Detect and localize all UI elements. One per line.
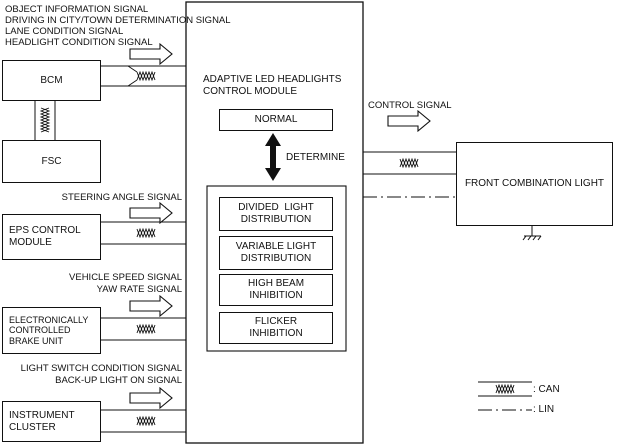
normal-label: NORMAL [254, 114, 298, 125]
bcm-label: BCM [40, 74, 63, 86]
signal-label-object-info: OBJECT INFORMATION SIGNAL [5, 4, 149, 15]
bcm-box: BCM [2, 60, 101, 101]
mode-box-variable: VARIABLE LIGHT DISTRIBUTION [219, 236, 333, 270]
mode-highbeam-line1: HIGH BEAM [247, 278, 305, 289]
front-combination-light-box: FRONT COMBINATION LIGHT [456, 142, 613, 226]
fsc-label: FSC [41, 155, 62, 167]
front-combination-light-label: FRONT COMBINATION LIGHT [464, 178, 605, 189]
can-line-cluster [101, 409, 186, 433]
signal-label-steering: STEERING ANGLE SIGNAL [61, 192, 182, 203]
module-title-line2: CONTROL MODULE [203, 86, 298, 97]
module-title-line1: ADAPTIVE LED HEADLIGHTS [203, 74, 342, 85]
mode-flicker-line1: FLICKER [254, 316, 298, 327]
mode-box-flicker: FLICKER INHIBITION [219, 312, 333, 344]
signal-label-light-switch: LIGHT SWITCH CONDITION SIGNAL [20, 363, 182, 374]
mode-group-outline [206, 185, 347, 352]
mode-variable-line2: DISTRIBUTION [240, 253, 312, 264]
signal-label-backup-light: BACK-UP LIGHT ON SIGNAL [55, 375, 182, 386]
mode-highbeam-line2: INHIBITION [249, 290, 303, 301]
signal-label-yaw: YAW RATE SIGNAL [96, 284, 182, 295]
mode-box-high-beam: HIGH BEAM INHIBITION [219, 274, 333, 306]
fsc-box: FSC [2, 140, 101, 183]
eps-box: EPS CONTROL MODULE [2, 214, 101, 260]
determine-label: DETERMINE [286, 152, 345, 163]
brake-label-line1: ELECTRONICALLY [9, 314, 89, 325]
legend-can-label: : CAN [533, 384, 560, 395]
can-line-eps [101, 221, 186, 245]
brake-label-line2: CONTROLLED [9, 325, 71, 336]
can-line-brake [101, 317, 186, 341]
signal-label-speed: VEHICLE SPEED SIGNAL [69, 272, 182, 283]
eps-label-line1: EPS CONTROL [9, 225, 81, 236]
ground-icon [522, 226, 542, 241]
determine-double-arrow [265, 133, 281, 181]
instrument-cluster-box: INSTRUMENT CLUSTER [2, 401, 101, 442]
can-line-bcm-fsc [34, 101, 56, 140]
cluster-label-line2: CLUSTER [9, 421, 56, 433]
eps-label-line2: MODULE [9, 237, 52, 248]
arrow-cluster-signals [129, 386, 173, 410]
mode-divided-line2: DISTRIBUTION [240, 214, 312, 225]
legend-lin-label: : LIN [533, 404, 555, 415]
arrow-brake-signals [129, 294, 173, 318]
brake-unit-box: ELECTRONICALLY CONTROLLED BRAKE UNIT [2, 307, 101, 354]
mode-divided-line1: DIVIDED LIGHT [238, 202, 314, 213]
legend-can-symbol [478, 381, 532, 397]
arrow-bcm-signals [129, 42, 173, 66]
normal-box: NORMAL [219, 109, 333, 131]
signal-label-lane: LANE CONDITION SIGNAL [5, 26, 124, 37]
can-line-bcm [101, 65, 186, 87]
signal-label-city-driving: DRIVING IN CITY/TOWN DETERMINATION SIGNA… [5, 15, 231, 26]
mode-box-divided: DIVIDED LIGHT DISTRIBUTION [219, 197, 333, 231]
can-line-output [363, 151, 456, 175]
control-signal-label: CONTROL SIGNAL [368, 100, 452, 111]
arrow-control-signal [387, 109, 431, 133]
mode-flicker-line2: INHIBITION [249, 328, 303, 339]
brake-label-line3: BRAKE UNIT [9, 335, 64, 346]
cluster-label-line1: INSTRUMENT [9, 409, 75, 421]
mode-variable-line1: VARIABLE LIGHT [235, 241, 317, 252]
arrow-eps-signal [129, 201, 173, 225]
signal-label-headlight: HEADLIGHT CONDITION SIGNAL [5, 37, 153, 48]
